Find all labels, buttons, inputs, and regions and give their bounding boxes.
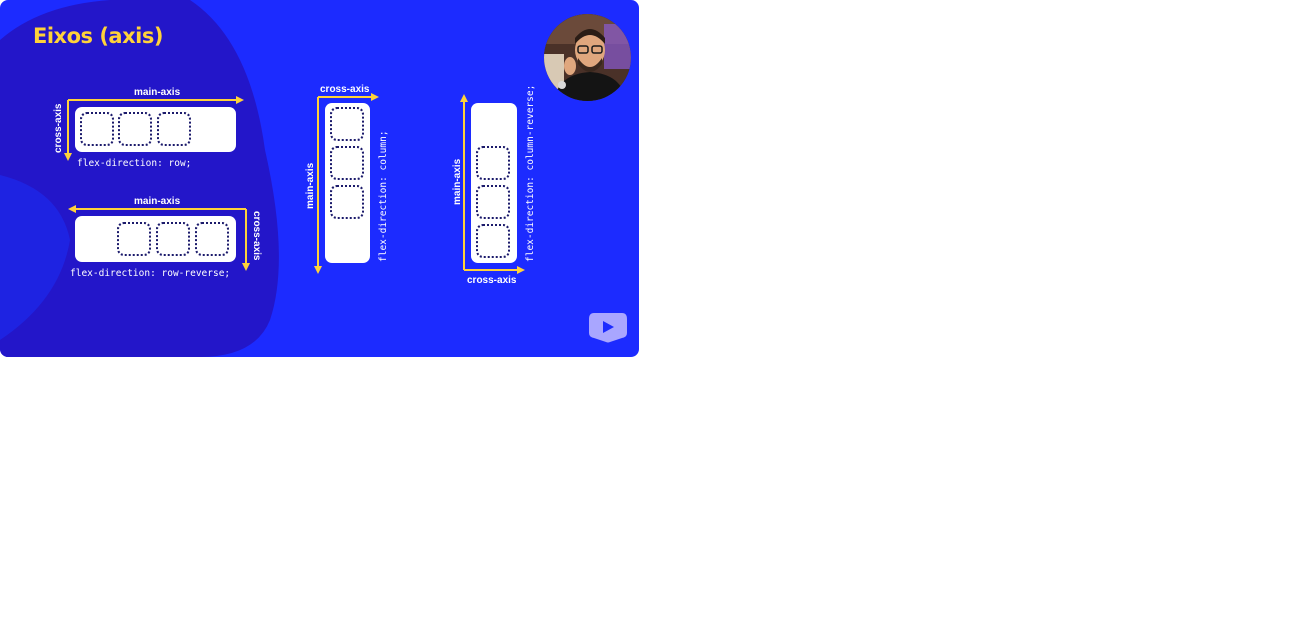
slide-title: Eixos (axis) bbox=[33, 24, 163, 48]
slide: Eixos (axis) main-axis cross-axis flex-d… bbox=[0, 0, 639, 357]
row-reverse-code-label: flex-direction: row-reverse; bbox=[70, 268, 231, 279]
flex-item bbox=[476, 146, 510, 180]
column-reverse-main-axis-label: main-axis bbox=[452, 158, 463, 205]
flex-item bbox=[476, 185, 510, 219]
row-cross-axis-label: cross-axis bbox=[53, 103, 64, 153]
flex-item bbox=[476, 224, 510, 258]
column-flex-container bbox=[325, 103, 370, 263]
row-reverse-main-axis-label: main-axis bbox=[134, 196, 181, 207]
presenter-image bbox=[544, 14, 631, 101]
row-flex-container bbox=[75, 107, 236, 152]
column-reverse-cross-axis-label: cross-axis bbox=[467, 275, 517, 286]
flex-item bbox=[118, 112, 152, 146]
row-main-axis-label: main-axis bbox=[134, 87, 181, 98]
flex-item bbox=[80, 112, 114, 146]
background-blob bbox=[0, 0, 279, 357]
flex-item bbox=[195, 222, 229, 256]
column-main-axis-label: main-axis bbox=[305, 162, 316, 209]
row-reverse-flex-container bbox=[75, 216, 236, 262]
row-reverse-cross-axis-label: cross-axis bbox=[251, 211, 262, 261]
column-code-label: flex-direction: column; bbox=[378, 130, 389, 262]
flex-item bbox=[330, 185, 364, 219]
presenter-avatar bbox=[544, 14, 631, 101]
flex-item bbox=[330, 107, 364, 141]
column-cross-axis-label: cross-axis bbox=[320, 84, 370, 95]
axis-arrows bbox=[64, 93, 525, 274]
play-logo-icon bbox=[589, 313, 627, 343]
row-code-label: flex-direction: row; bbox=[77, 158, 192, 169]
flex-item bbox=[330, 146, 364, 180]
column-reverse-code-label: flex-direction: column-reverse; bbox=[525, 84, 536, 262]
flex-item bbox=[157, 112, 191, 146]
column-reverse-flex-container bbox=[471, 103, 517, 263]
flex-item bbox=[117, 222, 151, 256]
flex-item bbox=[156, 222, 190, 256]
